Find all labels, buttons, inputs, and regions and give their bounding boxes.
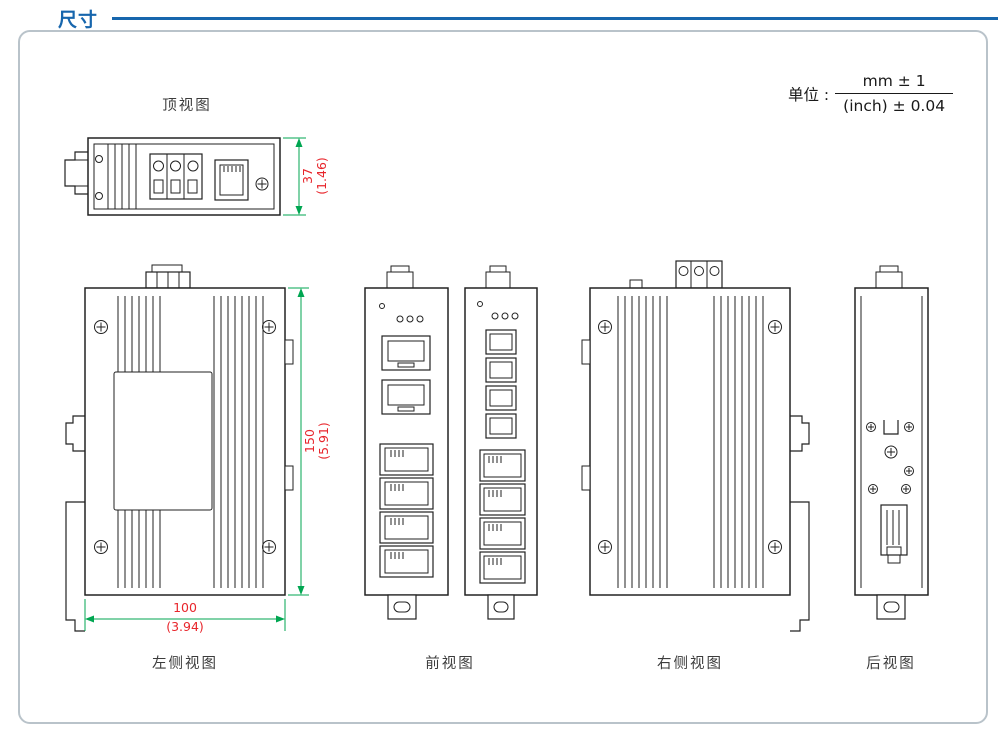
units-mm: mm ± 1	[862, 72, 926, 90]
ground-screw-icon	[255, 177, 269, 191]
uplink-port	[485, 329, 517, 355]
din-rail-bracket	[790, 415, 810, 632]
led-indicators	[396, 315, 424, 323]
right-view-body	[589, 287, 791, 596]
rear-view-label: 后视图	[866, 656, 916, 672]
reset-hole	[379, 303, 385, 309]
heatsink-fins	[213, 296, 264, 588]
sfp-port	[381, 379, 431, 415]
rj45-port	[379, 477, 434, 510]
left-side-view-drawing	[65, 264, 294, 632]
heatsink-fins	[617, 296, 668, 588]
rj45-port	[479, 551, 526, 584]
top-view-label: 顶视图	[162, 98, 212, 114]
units-note: 单位 : mm ± 1 (inch) ± 0.04	[788, 72, 954, 115]
reset-hole	[477, 301, 483, 307]
mounting-tab	[487, 594, 515, 620]
rear-view-body	[854, 287, 929, 596]
dim-height-text: 37 (1.46)	[300, 157, 329, 195]
section-title: 尺寸	[58, 9, 99, 31]
rj45-port	[479, 517, 526, 550]
mounting-screws	[866, 422, 914, 494]
left-view-label: 左侧视图	[152, 656, 218, 672]
screw-icon	[95, 155, 103, 200]
mounting-tab	[876, 594, 906, 620]
rj45-port	[379, 545, 434, 578]
mounting-tab	[387, 594, 417, 620]
din-rail-clip	[880, 504, 908, 564]
heatsink-fins	[713, 296, 764, 588]
right-side-view-drawing	[581, 260, 810, 632]
dim-depth-inch: (5.91)	[316, 422, 331, 460]
label-panel	[113, 371, 213, 511]
terminal-block	[149, 153, 203, 200]
units-inch: (inch) ± 0.04	[835, 93, 954, 115]
rj45-port	[379, 443, 434, 476]
rj45-port	[379, 511, 434, 544]
front-view-label: 前视图	[425, 656, 475, 672]
units-fraction: mm ± 1 (inch) ± 0.04	[835, 72, 954, 115]
dim-depth-mm: 150	[302, 429, 317, 453]
front-body	[364, 287, 449, 596]
right-view-label: 右侧视图	[657, 656, 723, 672]
uplink-port	[485, 357, 517, 383]
front-view-drawing	[364, 265, 538, 620]
dim-37-lines	[283, 137, 306, 216]
sfp-port	[381, 335, 431, 371]
dim-depth-text: 150 (5.91)	[302, 422, 331, 460]
dim-height-inch: (1.46)	[314, 157, 329, 195]
led-indicators	[491, 312, 519, 320]
side-tabs	[284, 339, 294, 491]
rj45-port	[214, 159, 249, 201]
content-frame	[18, 30, 988, 724]
din-rail-bracket	[65, 415, 85, 632]
dim-100-lines	[84, 599, 286, 631]
corner-screws	[94, 320, 276, 554]
dim-width-text: 100 (3.94)	[166, 601, 204, 634]
front-panel-sfp-model	[364, 265, 449, 620]
front-panel-copper-model	[464, 265, 538, 620]
heatsink-fins	[107, 144, 137, 209]
side-tabs	[581, 339, 591, 491]
rear-edges	[860, 296, 923, 588]
top-view-drawing	[64, 137, 281, 216]
top-detail	[629, 279, 643, 289]
corner-screws	[598, 320, 782, 554]
dim-width-inch: (3.94)	[166, 619, 204, 634]
title-rule	[112, 17, 998, 20]
terminal-block-top	[675, 260, 723, 289]
dim-150-lines	[288, 287, 309, 596]
top-view-inner	[93, 143, 275, 210]
uplink-port	[485, 385, 517, 411]
top-connector	[145, 264, 191, 289]
dim-height-mm: 37	[300, 168, 315, 184]
uplink-port	[485, 413, 517, 439]
rj45-port	[479, 483, 526, 516]
din-clip-edge	[64, 151, 88, 195]
units-prefix: 单位 :	[788, 85, 830, 104]
rear-view-drawing	[854, 265, 929, 620]
dim-width-mm: 100	[173, 600, 197, 615]
din-clip-guide	[883, 420, 899, 435]
rj45-port	[479, 449, 526, 482]
